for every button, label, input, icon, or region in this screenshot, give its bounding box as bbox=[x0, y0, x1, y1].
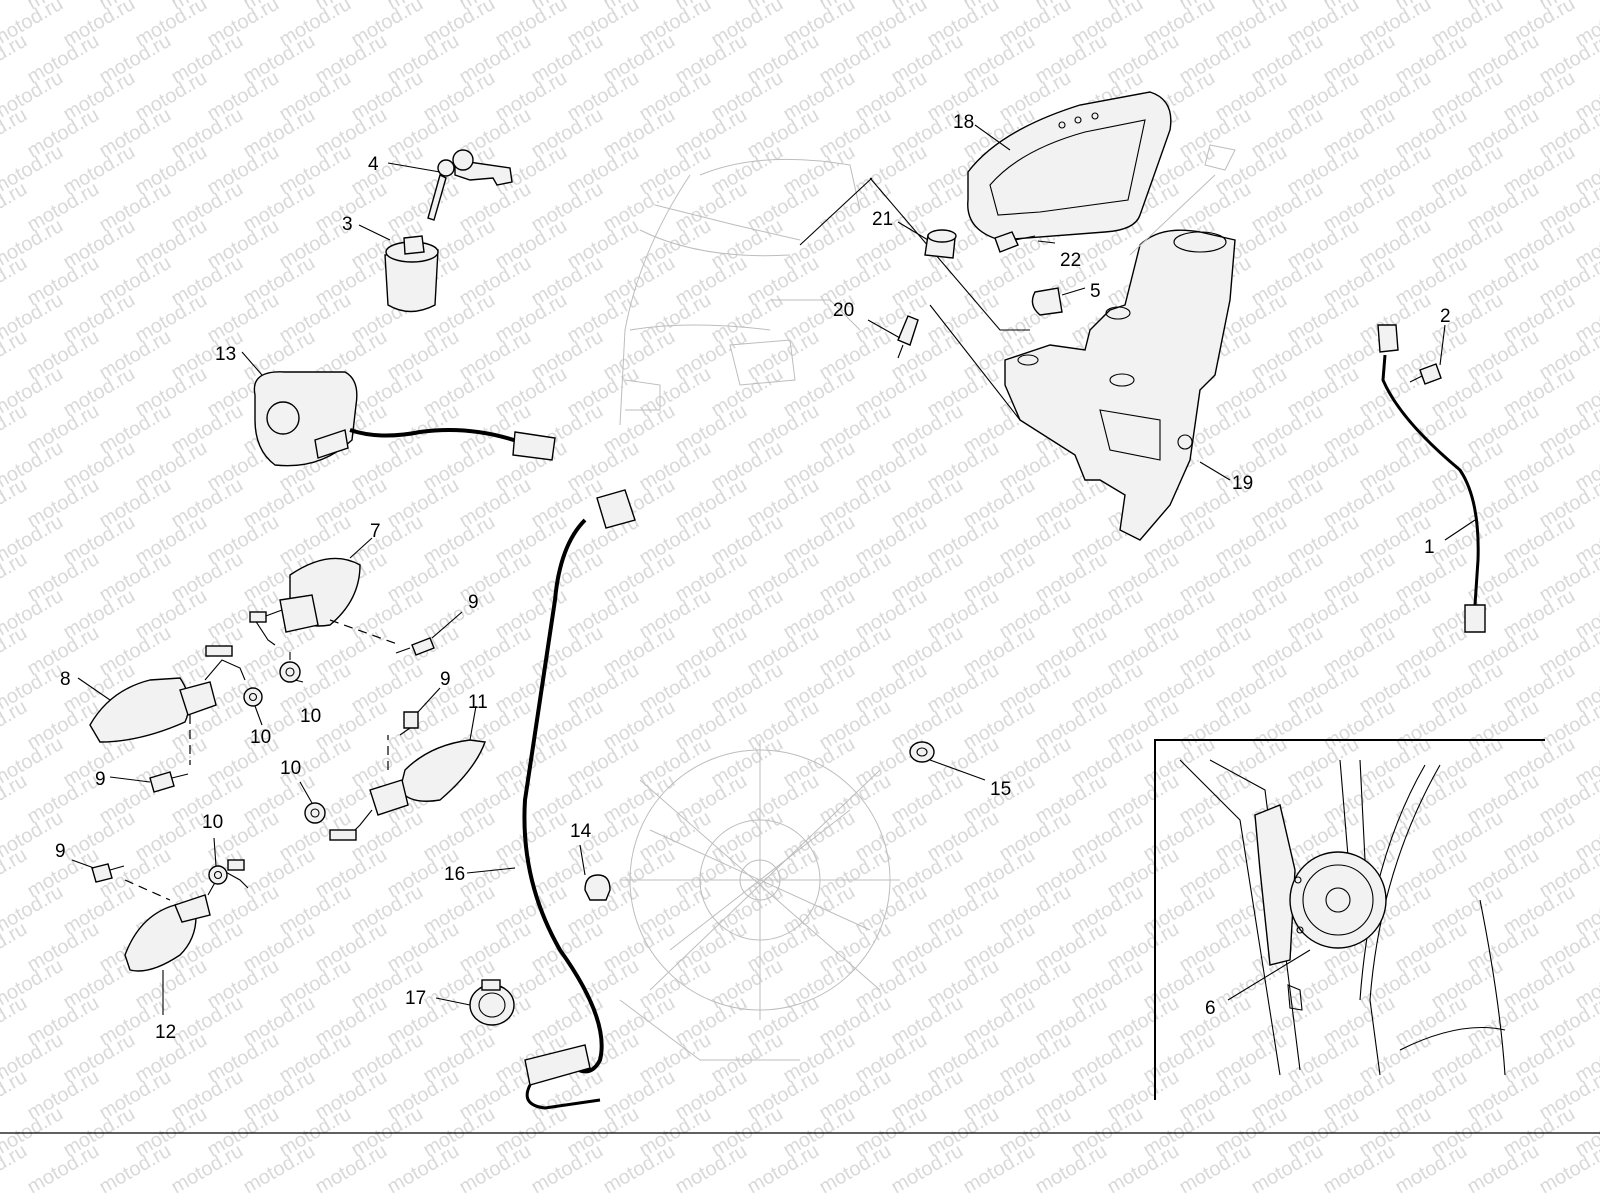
callout-19: 19 bbox=[1232, 473, 1253, 494]
watermark-text: motod.ru bbox=[0, 400, 31, 459]
watermark-text: motod.ru bbox=[0, 696, 31, 755]
part-12-turn-signal bbox=[124, 859, 249, 1015]
callout-10a: 10 bbox=[300, 706, 321, 727]
part-13-handlebar-switch bbox=[241, 351, 556, 467]
part-11-turn-signal bbox=[329, 705, 486, 841]
callout-12: 12 bbox=[155, 1022, 176, 1043]
callout-9c: 9 bbox=[95, 769, 106, 790]
callout-20: 20 bbox=[833, 300, 854, 321]
callout-14: 14 bbox=[570, 821, 592, 842]
watermark-text: motod.ru bbox=[0, 1140, 31, 1199]
part-9-bolt-c bbox=[399, 687, 441, 736]
callout-10d: 10 bbox=[202, 812, 223, 833]
callout-10b: 10 bbox=[250, 727, 271, 748]
callout-10c: 10 bbox=[280, 758, 301, 779]
part-14-grommet bbox=[579, 844, 611, 901]
watermark-text: motod.ru bbox=[0, 992, 31, 1051]
part-21-spacer bbox=[897, 221, 957, 259]
watermark-text: motod.ru bbox=[0, 104, 31, 163]
part-4-keys bbox=[387, 149, 513, 221]
part-7-turn-signal bbox=[249, 537, 401, 646]
callout-7: 7 bbox=[370, 521, 381, 542]
part-15-clip bbox=[909, 741, 986, 781]
callout-9d: 9 bbox=[55, 841, 66, 862]
part-20-screw bbox=[867, 315, 919, 359]
part-10-nut-d bbox=[208, 837, 228, 885]
callout-8: 8 bbox=[60, 669, 71, 690]
part-18-instrument-panel bbox=[967, 91, 1236, 241]
callout-18: 18 bbox=[953, 112, 974, 133]
part-9-bolt-a bbox=[395, 611, 463, 656]
part-10-nut-c bbox=[299, 781, 326, 824]
watermark-text: motod.ru bbox=[0, 474, 31, 533]
part-10-nut-a bbox=[279, 652, 304, 683]
callout-9a: 9 bbox=[468, 592, 479, 613]
part-9-bolt-d bbox=[71, 859, 125, 883]
callout-4: 4 bbox=[368, 154, 379, 175]
watermark-text: motod.ru bbox=[0, 918, 31, 977]
part-22-screw bbox=[994, 231, 1056, 253]
callout-11: 11 bbox=[468, 692, 488, 713]
part-19-bracket bbox=[799, 174, 1236, 541]
callout-15: 15 bbox=[990, 779, 1011, 800]
watermark-text: motod.ru bbox=[0, 178, 31, 237]
callout-16: 16 bbox=[444, 864, 465, 885]
callout-5: 5 bbox=[1090, 281, 1101, 302]
background-frame-ghost bbox=[619, 158, 900, 1061]
callout-22: 22 bbox=[1060, 250, 1081, 271]
part-2-bolt bbox=[1409, 324, 1446, 385]
watermark-text: motod.ru bbox=[0, 548, 31, 607]
callout-21: 21 bbox=[872, 209, 893, 230]
callout-3: 3 bbox=[342, 214, 353, 235]
part-3-ignition-lock bbox=[358, 224, 439, 313]
part-16-sensor-cable bbox=[466, 489, 636, 1110]
watermark-text: motod.ru bbox=[0, 252, 31, 311]
part-9-bolt-b bbox=[109, 771, 189, 793]
part-17-clamp bbox=[435, 979, 515, 1026]
callout-13: 13 bbox=[215, 344, 236, 365]
part-1-wiring-harness bbox=[1377, 324, 1486, 633]
part-8-turn-signal bbox=[77, 645, 246, 765]
watermark-text: motod.ru bbox=[0, 770, 31, 829]
callout-1: 1 bbox=[1424, 537, 1435, 558]
callout-6: 6 bbox=[1205, 998, 1216, 1019]
watermark-text: motod.ru bbox=[0, 1066, 31, 1125]
watermark-text: motod.ru bbox=[0, 326, 31, 385]
watermark-text: motod.ru bbox=[0, 844, 31, 903]
callout-9b: 9 bbox=[440, 669, 451, 690]
callout-17: 17 bbox=[405, 988, 426, 1009]
watermark-text: motod.ru bbox=[0, 622, 31, 681]
inset-horn-detail bbox=[1154, 739, 1545, 1100]
watermark-text: motod.ru bbox=[1536, 1140, 1600, 1199]
callout-2: 2 bbox=[1440, 306, 1451, 327]
part-10-nut-b bbox=[243, 687, 263, 726]
watermark-text: motod.ru bbox=[0, 30, 31, 89]
callout-labels: 1 2 3 4 5 6 7 8 9 9 9 9 10 10 10 10 11 1… bbox=[55, 112, 1451, 1043]
part-5-rubber-mount bbox=[1031, 287, 1086, 316]
